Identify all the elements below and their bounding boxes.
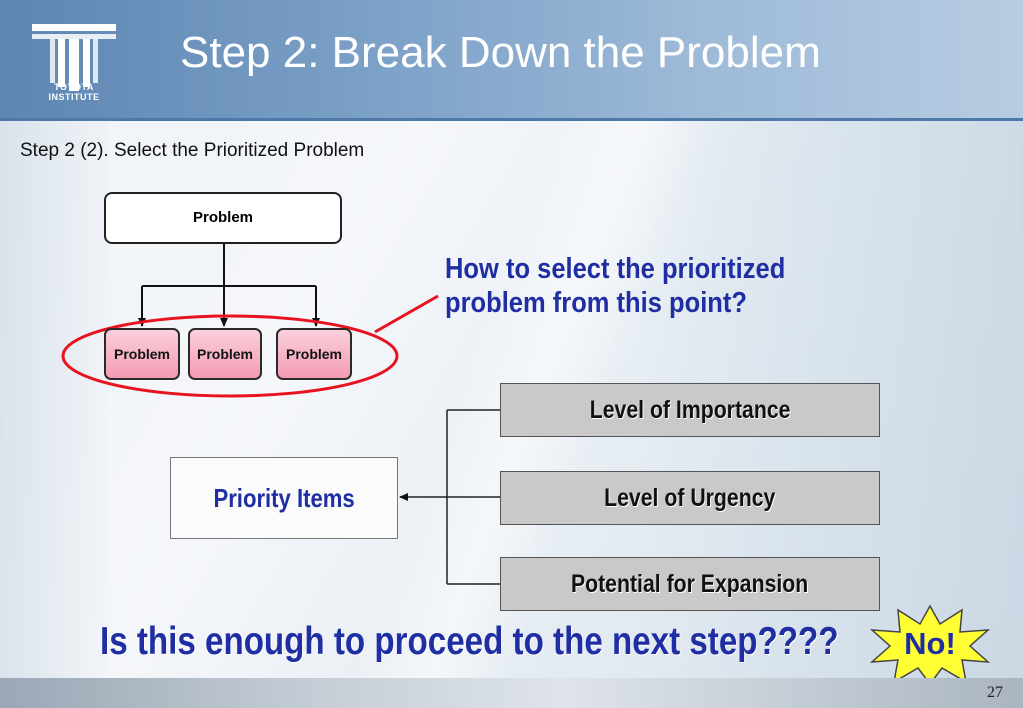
priority-items-box: Priority Items [170, 457, 398, 539]
child-problem-label-3: Problem [285, 346, 342, 362]
criteria-label-urgency: Level of Urgency [604, 483, 776, 512]
selection-question-line2: problem from this point? [445, 287, 747, 319]
page-number: 27 [987, 684, 1003, 701]
logo-text-line1: TOYOTA [54, 82, 94, 92]
slide-header: TOYOTA INSTITUTE Step 2: Break Down the … [0, 0, 1023, 118]
criteria-box-urgency: Level of Urgency [500, 471, 880, 525]
toyota-institute-logo-icon [32, 24, 116, 91]
header-divider [0, 118, 1023, 121]
root-problem-box: Problem [104, 192, 342, 244]
child-problem-label-1: Problem [113, 346, 170, 362]
logo-text: TOYOTA INSTITUTE [22, 82, 126, 102]
criteria-box-importance: Level of Importance [500, 383, 880, 437]
logo-text-line2: INSTITUTE [48, 92, 100, 102]
bottom-question: Is this enough to proceed to the next st… [100, 620, 839, 663]
slide-title: Step 2: Break Down the Problem [180, 28, 821, 77]
highlight-pointer-line [374, 294, 439, 334]
criteria-label-expansion: Potential for Expansion [571, 569, 809, 598]
slide-subtitle: Step 2 (2). Select the Prioritized Probl… [20, 140, 365, 161]
background-column-left [0, 118, 110, 678]
child-problem-box-1: Problem [104, 328, 180, 380]
priority-items-label: Priority Items [213, 482, 355, 513]
child-problem-box-3: Problem [276, 328, 352, 380]
criteria-box-expansion: Potential for Expansion [500, 557, 880, 611]
bottom-decorative-strip [0, 678, 1023, 708]
highlight-ellipse [61, 314, 399, 398]
criteria-label-importance: Level of Importance [589, 395, 791, 424]
child-problem-box-2: Problem [188, 328, 262, 380]
selection-question: How to select the prioritized problem fr… [445, 252, 785, 320]
selection-question-line1: How to select the prioritized [445, 253, 786, 285]
answer-label: No! [904, 626, 956, 661]
child-problem-label-2: Problem [196, 346, 253, 362]
root-problem-label: Problem [192, 209, 253, 226]
